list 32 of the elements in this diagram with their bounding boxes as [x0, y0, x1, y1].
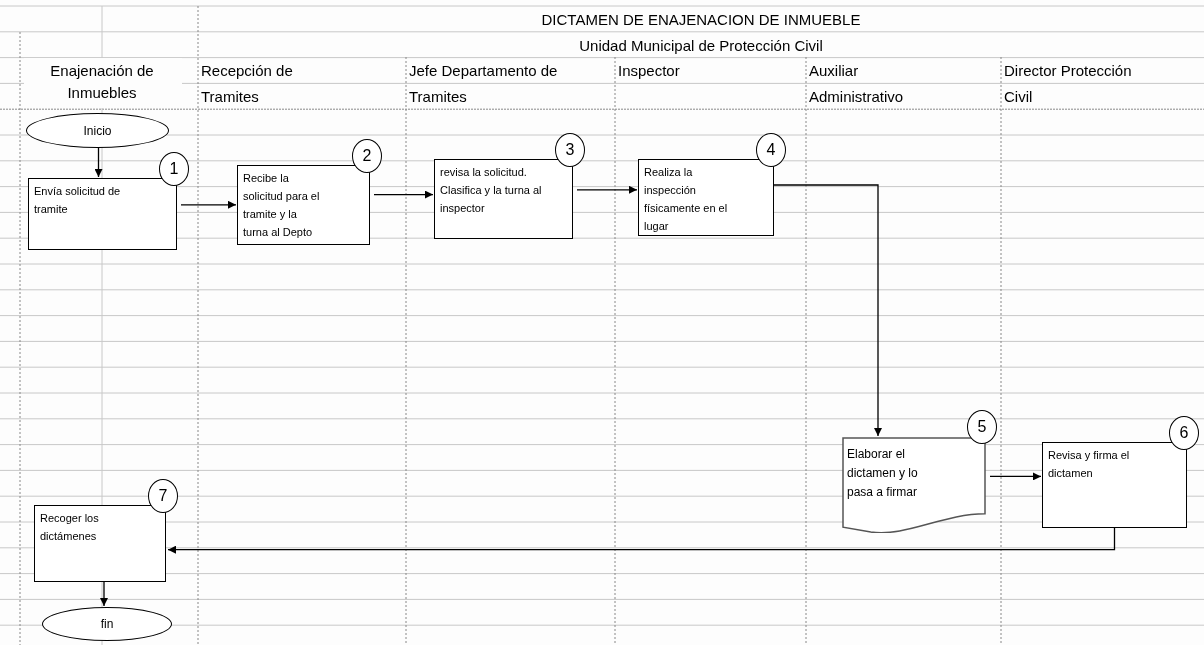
diagram-title: DICTAMEN DE ENAJENACION DE INMUEBLE: [540, 10, 862, 30]
terminal-text: Inicio: [83, 122, 112, 140]
step-text: Recibe la solicitud para el tramite y la turna al Depto: [243, 171, 321, 240]
step-number-circle: 1: [159, 152, 189, 186]
step-text: Recoger los dictámenes: [40, 511, 100, 544]
step-text: Elaborar el dictamen y lo pasa a firmar: [847, 446, 919, 501]
step-number-circle: 5: [967, 410, 997, 444]
lane-header: Auxiliar Administrativo: [809, 61, 905, 107]
lane-header: Director Protección Civil: [1004, 61, 1133, 107]
step-text: revisa la solicitud. Clasifica y la turna al inspector: [440, 165, 543, 216]
step-text: Realiza la inspección físicamente en el lugar: [644, 165, 729, 234]
terminal-text: fin: [100, 616, 114, 633]
department-heading: Unidad Municipal de Protección Civil: [578, 36, 824, 56]
step-text: Revisa y firma el dictamen: [1048, 448, 1131, 481]
step-number-circle: 3: [555, 133, 585, 167]
lane-header: Jefe Departamento de Tramites: [409, 61, 559, 107]
arrow: [167, 527, 1116, 554]
lane-header: Enajenación de Inmuebles: [49, 61, 155, 103]
arrow: [773, 184, 882, 437]
step-text: Envía solicitud de tramite: [34, 184, 122, 217]
step-number-circle: 4: [756, 133, 786, 167]
arrow: [180, 200, 237, 209]
step-number-circle: 6: [1169, 416, 1199, 450]
step-number-circle: 7: [148, 479, 178, 513]
arrow: [576, 185, 638, 194]
arrow: [100, 581, 108, 607]
lane-header: Inspector: [618, 61, 681, 81]
lane-header: Recepción de Tramites: [201, 61, 294, 107]
step-number-circle: 2: [352, 139, 382, 173]
arrow: [989, 472, 1042, 481]
arrow: [94, 147, 103, 178]
arrow: [373, 190, 434, 199]
